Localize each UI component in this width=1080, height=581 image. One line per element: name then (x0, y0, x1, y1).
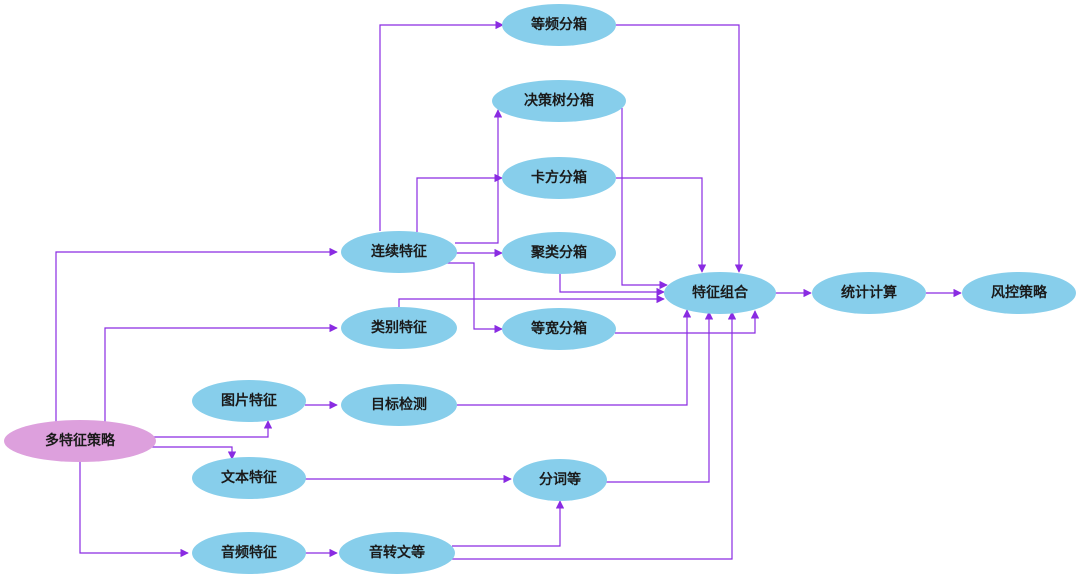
edge-detection-to-combo (457, 309, 692, 406)
node-tree-binning: 决策树分箱 (492, 80, 626, 122)
node-risk-strategy-label: 风控策略 (991, 284, 1048, 301)
edge-categorical-to-combo (398, 294, 665, 310)
edge-speech-to-combo (452, 311, 737, 560)
node-risk-strategy: 风控策略 (962, 272, 1076, 314)
node-image-label: 图片特征 (221, 392, 277, 409)
node-cluster-binning-label: 聚类分箱 (530, 244, 587, 261)
node-root-shape (4, 420, 156, 462)
node-root: 多特征策略 (4, 420, 156, 462)
edge-equal-width-to-combo (615, 310, 760, 334)
node-audio: 音频特征 (192, 532, 306, 574)
node-speech-to-text: 音转文等 (339, 532, 455, 574)
node-continuous-label: 连续特征 (371, 243, 427, 260)
node-speech-to-text-label: 音转文等 (369, 544, 425, 561)
node-tokenize-shape (513, 459, 607, 501)
node-cluster-binning-shape (502, 232, 616, 274)
node-object-detection: 目标检测 (341, 384, 457, 426)
node-chi-binning-label: 卡方分箱 (531, 169, 587, 186)
edge-chi-binning-to-combo (616, 177, 707, 273)
edge-continuous-to-equal-freq (379, 20, 504, 231)
edge-root-to-audio (79, 458, 189, 558)
edge-speech-to-tokenize (452, 500, 565, 547)
node-categorical-shape (341, 307, 457, 349)
node-stat-compute-shape (812, 272, 926, 314)
node-feature-combo: 特征组合 (664, 272, 776, 314)
node-equal-freq-shape (502, 4, 616, 46)
node-equal-width: 等宽分箱 (502, 308, 616, 350)
node-text-feature-label: 文本特征 (221, 469, 277, 486)
node-tree-binning-shape (492, 80, 626, 122)
edges (55, 20, 962, 560)
node-audio-shape (192, 532, 306, 574)
node-equal-width-shape (502, 308, 616, 350)
node-equal-freq-label: 等频分箱 (531, 16, 587, 33)
node-continuous-shape (341, 231, 457, 273)
node-audio-label: 音频特征 (221, 544, 277, 561)
node-feature-combo-label: 特征组合 (692, 284, 749, 301)
node-chi-binning: 卡方分箱 (502, 157, 616, 199)
edge-tree-binning-to-combo (621, 108, 668, 290)
node-tree-binning-label: 决策树分箱 (524, 92, 594, 109)
edge-root-to-categorical (104, 323, 338, 424)
node-equal-width-label: 等宽分箱 (531, 320, 587, 337)
edge-root-to-text (152, 446, 237, 460)
node-image-shape (192, 380, 306, 422)
node-object-detection-shape (341, 384, 457, 426)
edge-root-to-continuous (55, 247, 338, 424)
node-risk-strategy-shape (962, 272, 1076, 314)
node-equal-freq: 等频分箱 (502, 4, 616, 46)
node-text-feature-shape (192, 457, 306, 499)
edge-root-to-image (152, 420, 273, 438)
node-root-label: 多特征策略 (45, 432, 116, 449)
edge-continuous-to-tree-binning (455, 109, 503, 244)
edge-cluster-binning-to-combo (559, 274, 665, 297)
node-cluster-binning: 聚类分箱 (502, 232, 616, 274)
node-chi-binning-shape (502, 157, 616, 199)
node-continuous: 连续特征 (341, 231, 457, 273)
node-categorical: 类别特征 (341, 307, 457, 349)
node-text-feature: 文本特征 (192, 457, 306, 499)
node-stat-compute-label: 统计计算 (841, 284, 897, 301)
edge-tokenize-to-combo (605, 311, 714, 483)
node-categorical-label: 类别特征 (371, 319, 427, 336)
nodes: 多特征策略 连续特征 类别特征 图片特征 文本特征 音频特征 等频分箱 决策树 (4, 4, 1076, 574)
edge-continuous-to-equal-width (443, 262, 503, 334)
node-tokenize-label: 分词等 (539, 471, 581, 488)
node-object-detection-label: 目标检测 (371, 396, 427, 413)
edge-equal-freq-to-combo (615, 24, 744, 273)
node-stat-compute: 统计计算 (812, 272, 926, 314)
node-tokenize: 分词等 (513, 459, 607, 501)
node-image: 图片特征 (192, 380, 306, 422)
node-feature-combo-shape (664, 272, 776, 314)
node-speech-to-text-shape (339, 532, 455, 574)
edge-continuous-to-chi-binning (416, 173, 503, 232)
